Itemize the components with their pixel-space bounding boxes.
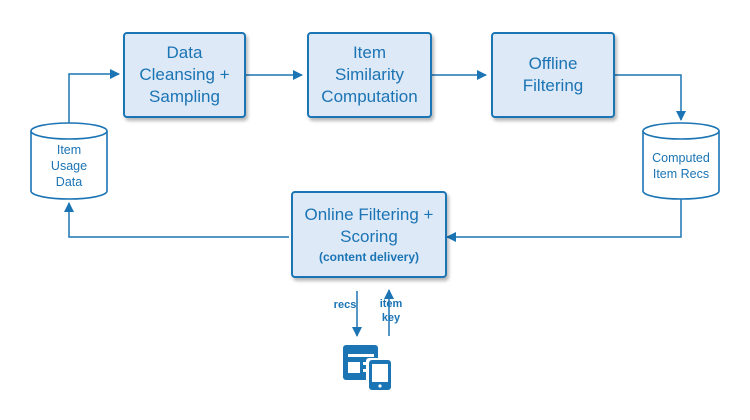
online-filtering-box: Online Filtering + Scoring (content deli… [291, 191, 447, 278]
browser-and-phone-icon [343, 345, 393, 391]
edge-offline-to-recs [615, 74, 686, 121]
data-cleansing-box: Data Cleansing + Sampling [123, 32, 246, 118]
item-similarity-box: Item Similarity Computation [307, 32, 432, 118]
online-filtering-sublabel: (content delivery) [318, 249, 420, 264]
computed-item-recs-label: Computed Item Recs [652, 151, 710, 181]
edge-usage-to-cleansing [68, 69, 120, 123]
data-cleansing-label: Data Cleansing + Sampling [139, 43, 230, 106]
item-key-label: item key [379, 298, 403, 324]
item-similarity-label: Item Similarity Computation [321, 43, 418, 106]
computed-item-recs-store [642, 122, 720, 200]
item-usage-data-store [30, 122, 108, 200]
edge-recs-to-online [446, 198, 682, 242]
offline-filtering-box: Offline Filtering [491, 32, 615, 118]
online-filtering-label: Online Filtering + Scoring [304, 204, 434, 246]
item-usage-data-label: Item Usage Data [50, 143, 88, 189]
recs-label: recs [333, 299, 357, 311]
offline-filtering-label: Offline Filtering [522, 54, 584, 95]
edge-online-to-usage [64, 202, 289, 238]
